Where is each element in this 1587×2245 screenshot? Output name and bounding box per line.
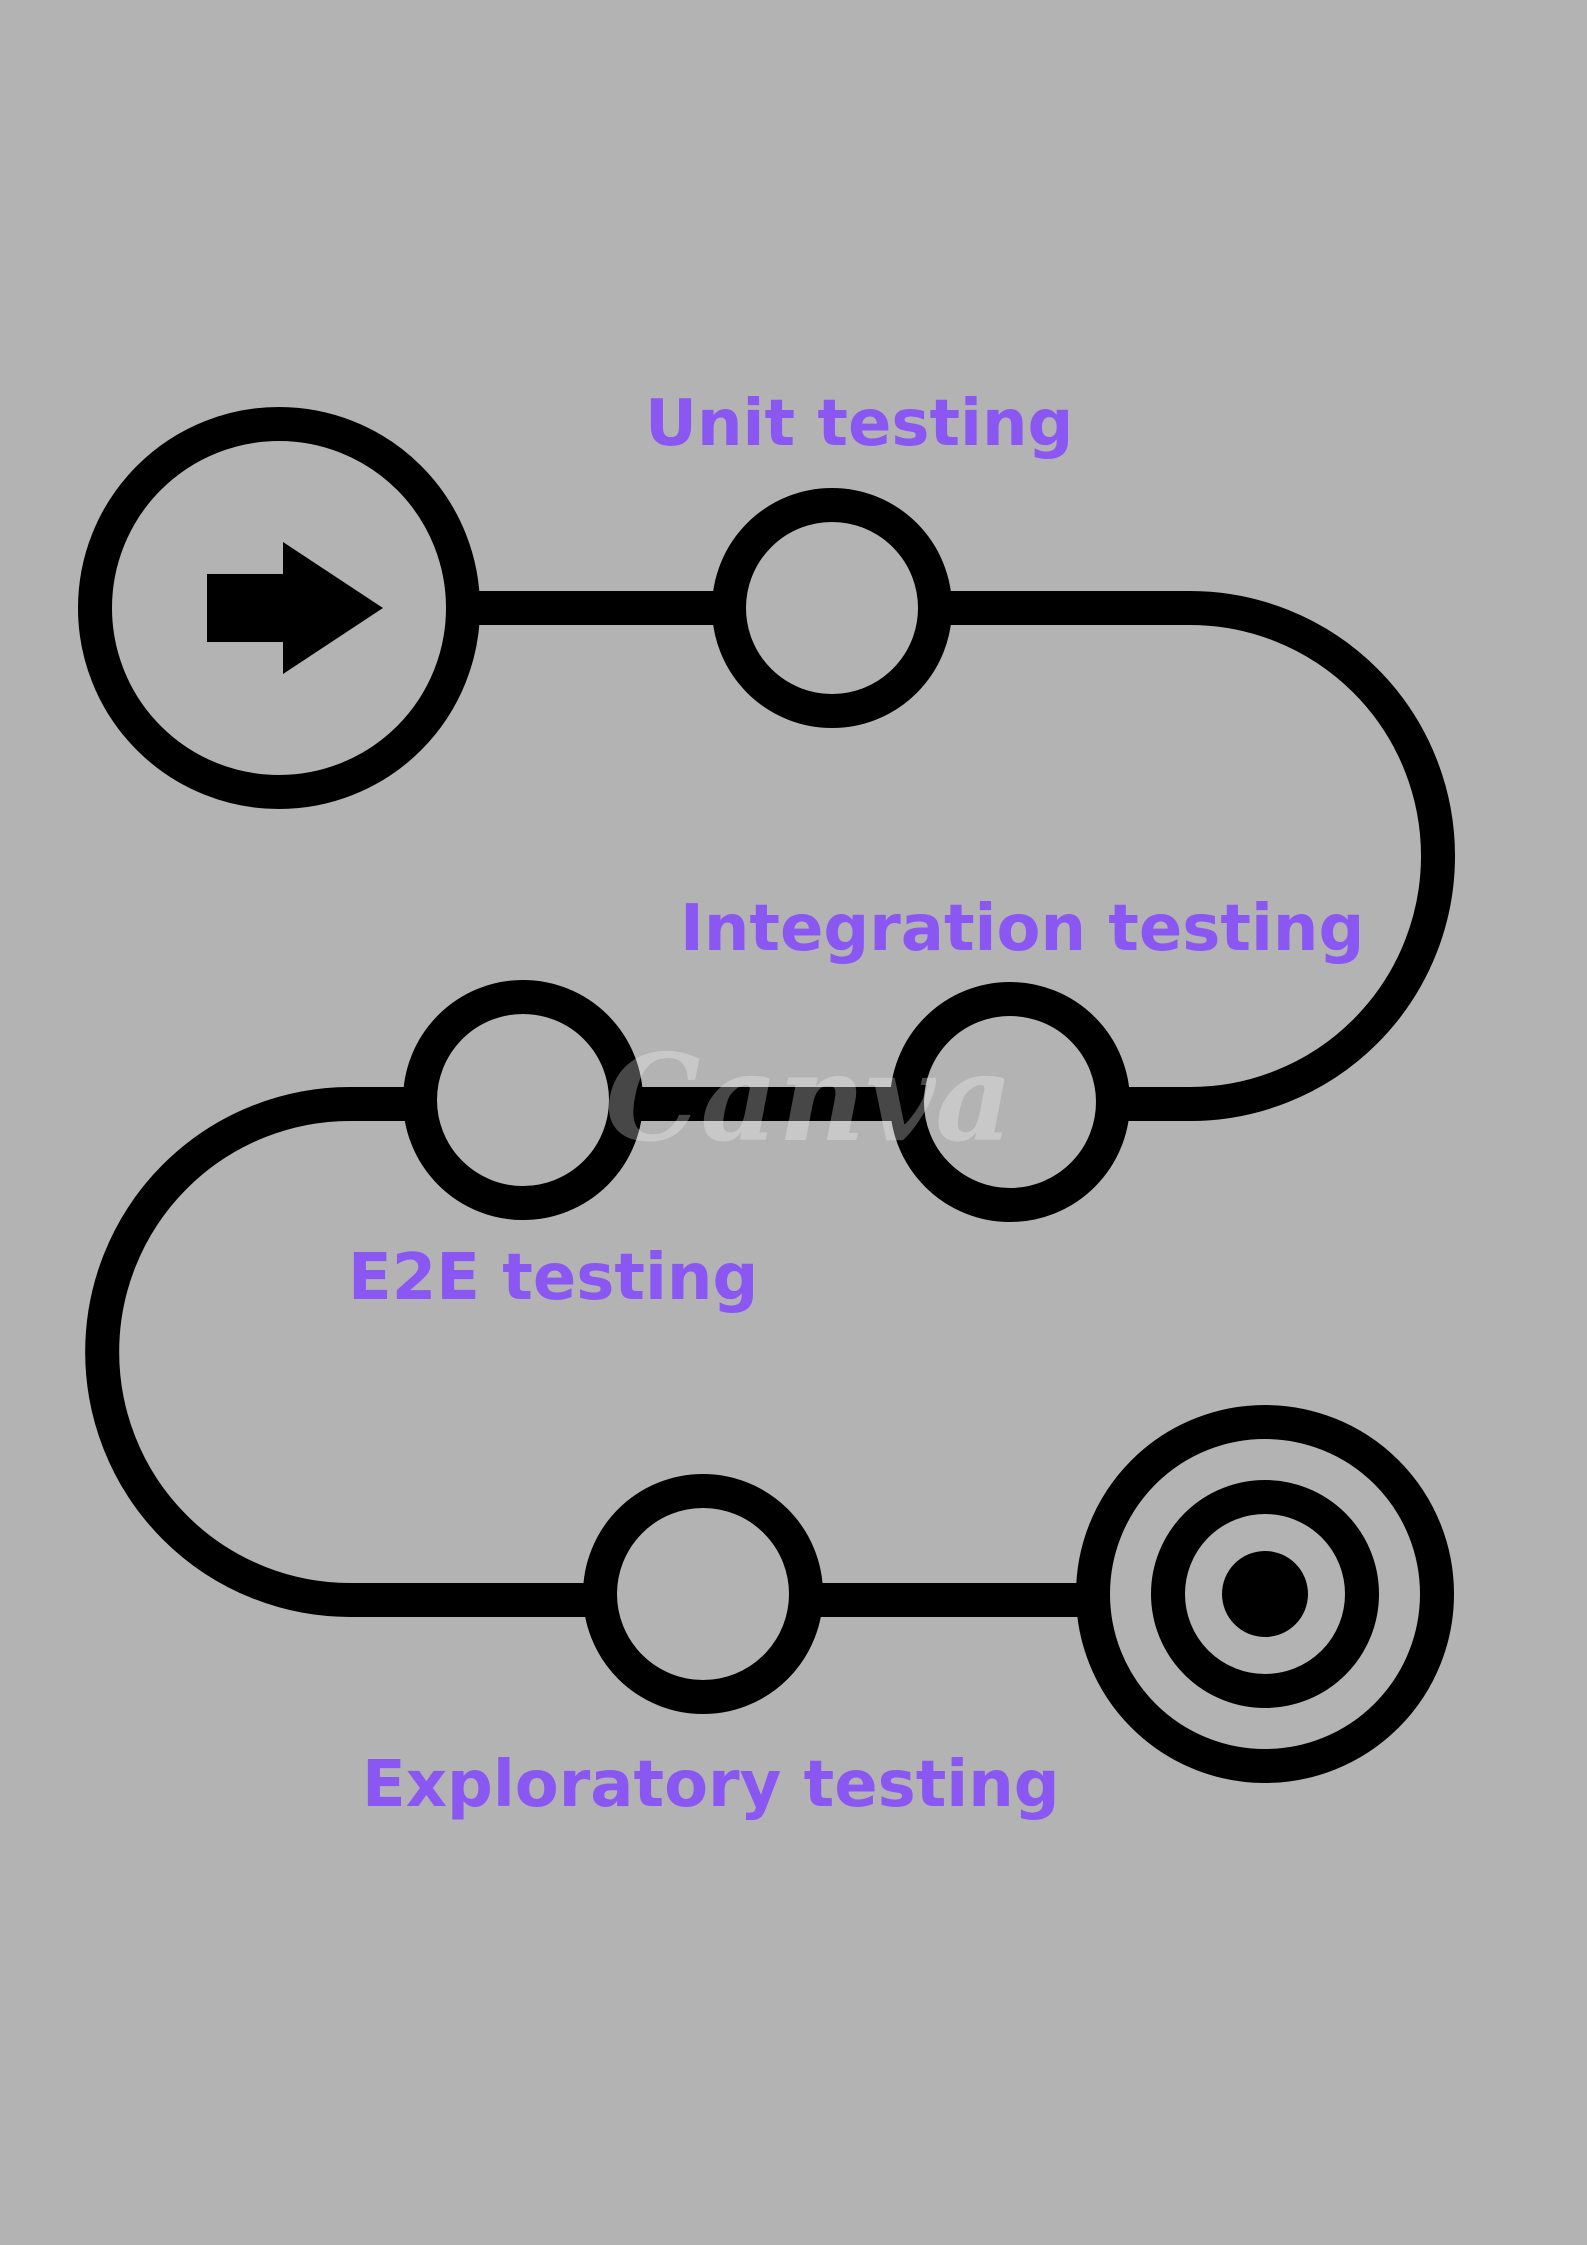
finish-node-inner-ring bbox=[1151, 1480, 1379, 1708]
step-label-exploratory: Exploratory testing bbox=[362, 1748, 1060, 1822]
roadmap-path bbox=[85, 591, 1455, 1617]
watermark-text: Canva bbox=[605, 1028, 1013, 1169]
target-icon bbox=[1076, 1405, 1454, 1783]
step-label-e2e: E2E testing bbox=[348, 1241, 758, 1315]
finish-node-bullseye bbox=[1222, 1551, 1308, 1637]
arrow-right-icon bbox=[207, 542, 383, 674]
step-label-unit: Unit testing bbox=[645, 387, 1073, 461]
step-label-integration: Integration testing bbox=[680, 892, 1364, 966]
milestone-node-exploratory bbox=[583, 1474, 823, 1714]
milestone-node-e2e bbox=[403, 980, 643, 1220]
start-node bbox=[78, 407, 480, 809]
milestone-node-integration bbox=[890, 982, 1130, 1222]
milestone-node-unit bbox=[712, 488, 952, 728]
